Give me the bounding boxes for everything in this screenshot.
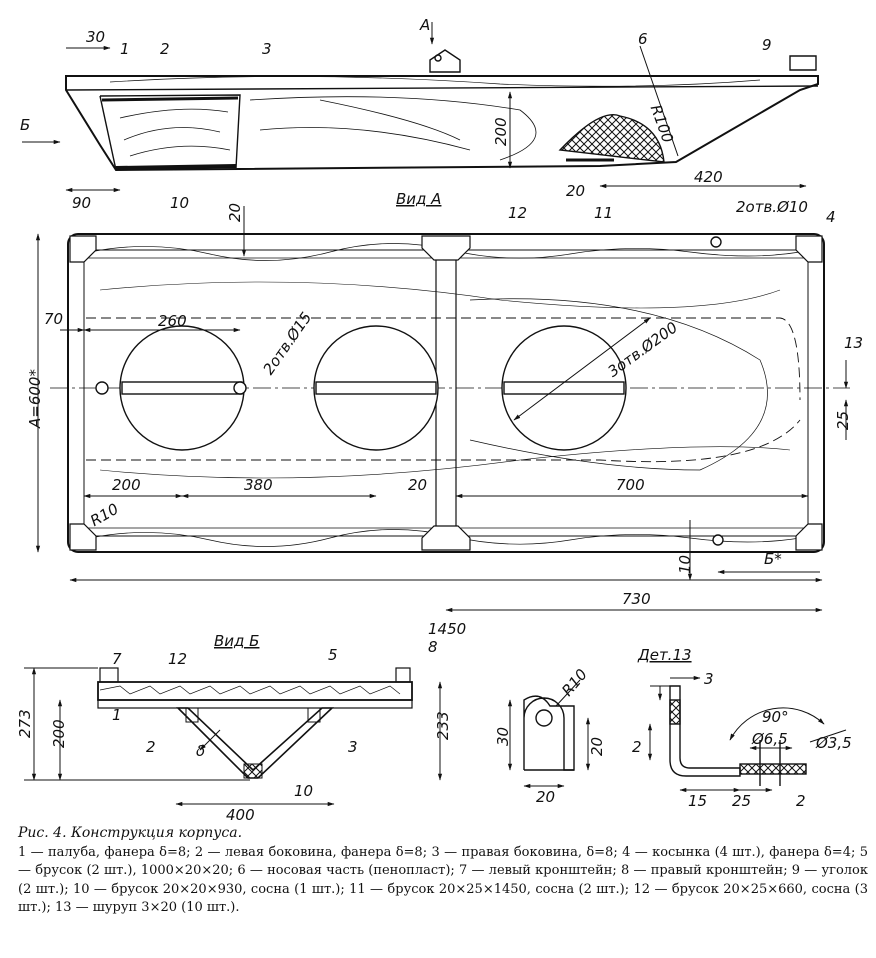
dim-a600: А=600* — [26, 369, 44, 429]
dim-20-bracket-v: 20 — [588, 737, 606, 756]
dim-holes-200: 3отв.Ø200 — [604, 318, 681, 380]
dim-holes-10: 2отв.Ø10 — [736, 198, 808, 216]
dim-2-det-b: 2 — [796, 792, 806, 810]
part-1-label-section: 1 — [112, 706, 122, 724]
dim-70: 70 — [44, 310, 63, 328]
dim-10-plan: 10 — [676, 555, 694, 574]
dim-380: 380 — [244, 476, 273, 494]
dim-20-side: 20 — [566, 182, 585, 200]
caption-title: Рис. 4. Конструкция корпуса. — [18, 825, 243, 841]
dim-200-plan: 200 — [112, 476, 141, 494]
dim-400: 400 — [226, 806, 255, 820]
dim-holes-15: 2отв.Ø15 — [259, 309, 315, 378]
dim-30: 30 — [86, 28, 105, 46]
part-8-label: 8 — [428, 638, 438, 656]
section-dims — [24, 667, 443, 807]
dim-d35: Ø3,5 — [815, 734, 852, 752]
view-a-title: Вид А — [396, 190, 441, 208]
gussets — [69, 235, 823, 551]
view-a-arrow-label: А — [419, 16, 430, 34]
dim-15: 15 — [688, 792, 707, 810]
part-11-label: 11 — [594, 204, 613, 222]
part-3-label: 3 — [262, 40, 272, 58]
part-5-label: 5 — [328, 646, 338, 664]
part-10-label-section: 10 — [294, 782, 313, 800]
dim-200-side: 200 — [492, 117, 510, 146]
part-3-label-section: 3 — [348, 738, 358, 756]
dim-25-det: 25 — [732, 792, 751, 810]
dim-r10-bracket: R10 — [558, 665, 591, 699]
dim-200-section: 200 — [50, 719, 68, 748]
dim-730: 730 — [622, 590, 651, 608]
dim-90-deg: 90° — [762, 708, 789, 726]
dim-r10-plan: R10 — [87, 500, 122, 530]
dim-delta: δ — [196, 742, 205, 760]
view-b-star-label: Б* — [764, 550, 782, 568]
figure-caption: Рис. 4. Конструкция корпуса. 1 — палуба,… — [18, 824, 868, 918]
bracket-detail — [523, 695, 575, 771]
dim-d65: Ø6,5 — [751, 730, 788, 748]
view-b-title: Вид Б — [214, 632, 259, 650]
part-12-label-section: 12 — [168, 650, 187, 668]
part-2-label-section: 2 — [146, 738, 156, 756]
side-view-dims — [22, 22, 807, 193]
dim-30-bracket: 30 — [494, 727, 512, 746]
section-view — [97, 667, 413, 779]
part-2-label: 2 — [160, 40, 170, 58]
caption-body: 1 — палуба, фанера δ=8; 2 — левая бокови… — [18, 844, 868, 916]
part-12-label-top: 12 — [508, 204, 527, 222]
dim-20-plan: 20 — [226, 203, 244, 222]
part-4-label: 4 — [826, 208, 836, 226]
dim-260: 260 — [158, 312, 187, 330]
dim-700: 700 — [616, 476, 645, 494]
part-13-label: 13 — [844, 334, 863, 352]
det-13-title: Дет.13 — [637, 646, 692, 664]
hull-drawing: А Б 30 1 2 3 6 9 90 10 200 R100 20 420 В… — [16, 16, 863, 820]
dim-420: 420 — [694, 168, 723, 186]
part-1-label: 1 — [120, 40, 130, 58]
det-13-dims — [647, 675, 847, 793]
dim-3: 3 — [704, 670, 714, 688]
dim-2-det: 2 — [632, 738, 642, 756]
dim-90: 90 — [72, 194, 91, 212]
plan-dims — [35, 206, 849, 613]
dim-25-plan: 25 — [834, 411, 852, 430]
part-6-label: 6 — [638, 30, 648, 48]
view-b-arrow-label: Б — [20, 116, 30, 134]
part-9-label: 9 — [762, 36, 772, 54]
dim-20-bracket-h: 20 — [536, 788, 555, 806]
part-10-label: 10 — [170, 194, 189, 212]
side-view — [65, 49, 819, 172]
dim-1450: 1450 — [428, 620, 466, 638]
part-7-label: 7 — [112, 650, 122, 668]
dim-273: 273 — [16, 709, 34, 738]
plan-holes — [95, 236, 724, 546]
bracket-dims — [507, 679, 591, 789]
dim-20-mid: 20 — [408, 476, 427, 494]
dim-233: 233 — [434, 711, 452, 740]
